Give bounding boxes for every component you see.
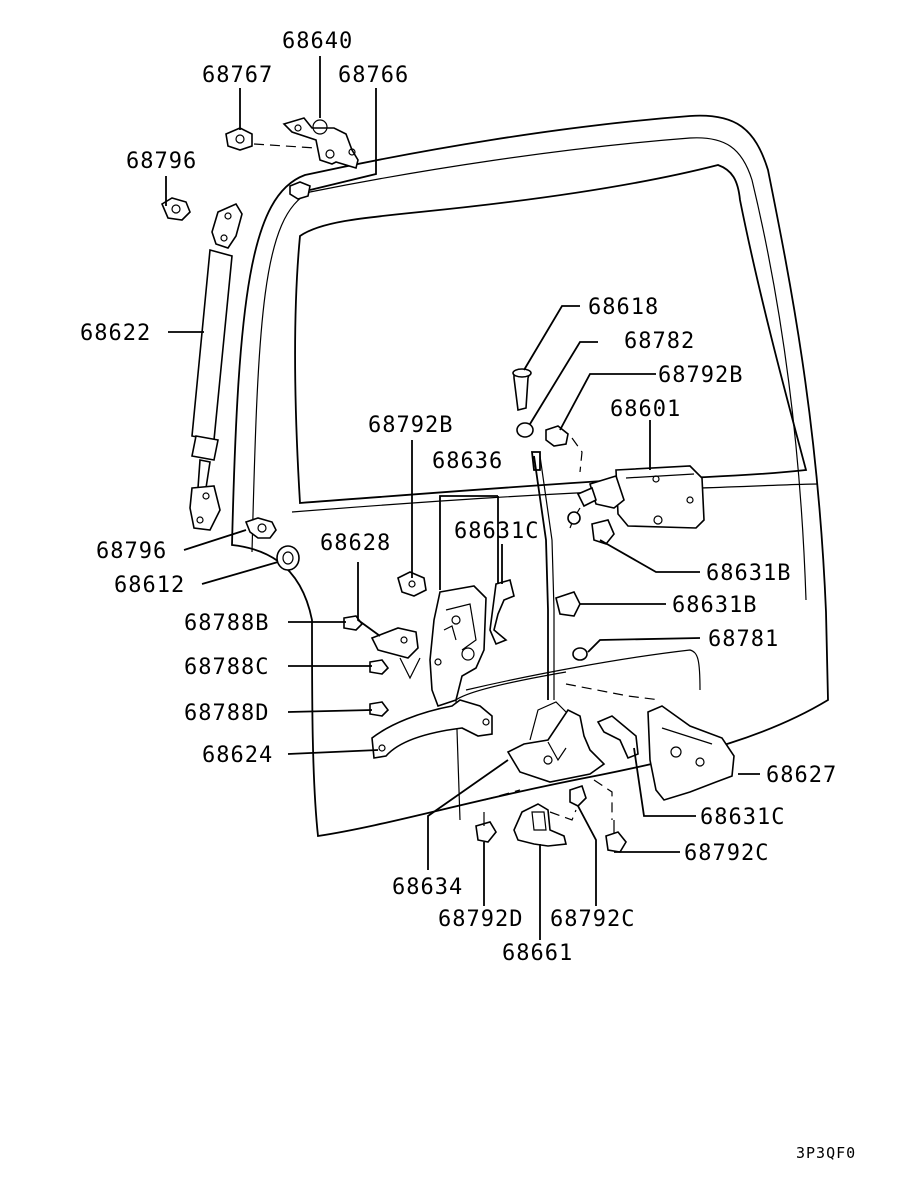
liftgate-gas-strut [189,202,243,531]
outside-handle [647,705,735,801]
cover-bolt-b [343,615,364,631]
lock-bushing [516,422,534,438]
label-68781: 68781 [708,627,779,652]
label-68612: 68612 [114,573,185,598]
gas-strut-upper-ball-stud [160,197,191,221]
label-68631c-top: 68631C [454,519,539,544]
rod-clip-upper-left [489,579,515,646]
lock-rod [530,451,555,700]
label-68627: 68627 [766,763,837,788]
hinge-nut [225,127,253,151]
label-68796-bottom: 68796 [96,539,167,564]
rod-clip-middle [555,591,581,617]
label-68767: 68767 [202,63,273,88]
label-68601: 68601 [610,397,681,422]
label-68618: 68618 [588,295,659,320]
hinge-grommet [289,181,311,200]
rear-window-opening [294,164,808,504]
lock-cylinder-pin [512,368,532,411]
tailgate-latch [429,585,487,708]
label-68788b: 68788B [184,611,269,636]
label-68634: 68634 [392,875,463,900]
label-68796-top: 68796 [126,149,197,174]
striker-bolt-c [569,784,587,807]
latch-cover [370,627,419,659]
handle-rod-clip [596,715,639,760]
handle-bolt-c [605,820,627,853]
label-68788c: 68788C [184,655,269,680]
label-68788d: 68788D [184,701,269,726]
label-68782: 68782 [624,329,695,354]
latch-screw [397,571,427,597]
tailgate-hinge [282,117,359,170]
gas-strut-lower-ball-stud [244,517,277,539]
cover-bolt-c [369,659,390,675]
release-handle-rod [371,699,493,759]
liftgate-latch-lower [506,701,606,783]
rod-clip-upper [591,519,615,545]
drawing-code: 3P3QF0 [796,1144,856,1162]
door-lock-actuator [567,465,705,529]
latch-bolt-d [475,812,497,843]
label-68631c-bottom: 68631C [700,805,785,830]
liftgate-striker [513,803,567,847]
leader-lines [165,56,760,940]
label-68636: 68636 [432,449,503,474]
rod-grommet [572,647,588,661]
label-68792b-left: 68792B [368,413,453,438]
label-68792c-right: 68792C [684,841,769,866]
label-68624: 68624 [202,743,273,768]
label-68640: 68640 [282,29,353,54]
label-68622: 68622 [80,321,151,346]
liftgate-bumper [276,545,300,571]
cover-bolt-d [369,701,390,717]
label-68631b-top: 68631B [706,561,791,586]
part-labels: 68640 68767 68766 68796 68622 68618 6878… [80,29,837,966]
label-68792b-right: 68792B [658,363,743,388]
label-68661: 68661 [502,941,573,966]
label-68628: 68628 [320,531,391,556]
label-68792d: 68792D [438,907,523,932]
actuator-screw [545,425,569,447]
label-68766: 68766 [338,63,409,88]
liftgate-panel-outline [231,114,829,838]
label-68792c-bottom: 68792C [550,907,635,932]
label-68631b-mid: 68631B [672,593,757,618]
